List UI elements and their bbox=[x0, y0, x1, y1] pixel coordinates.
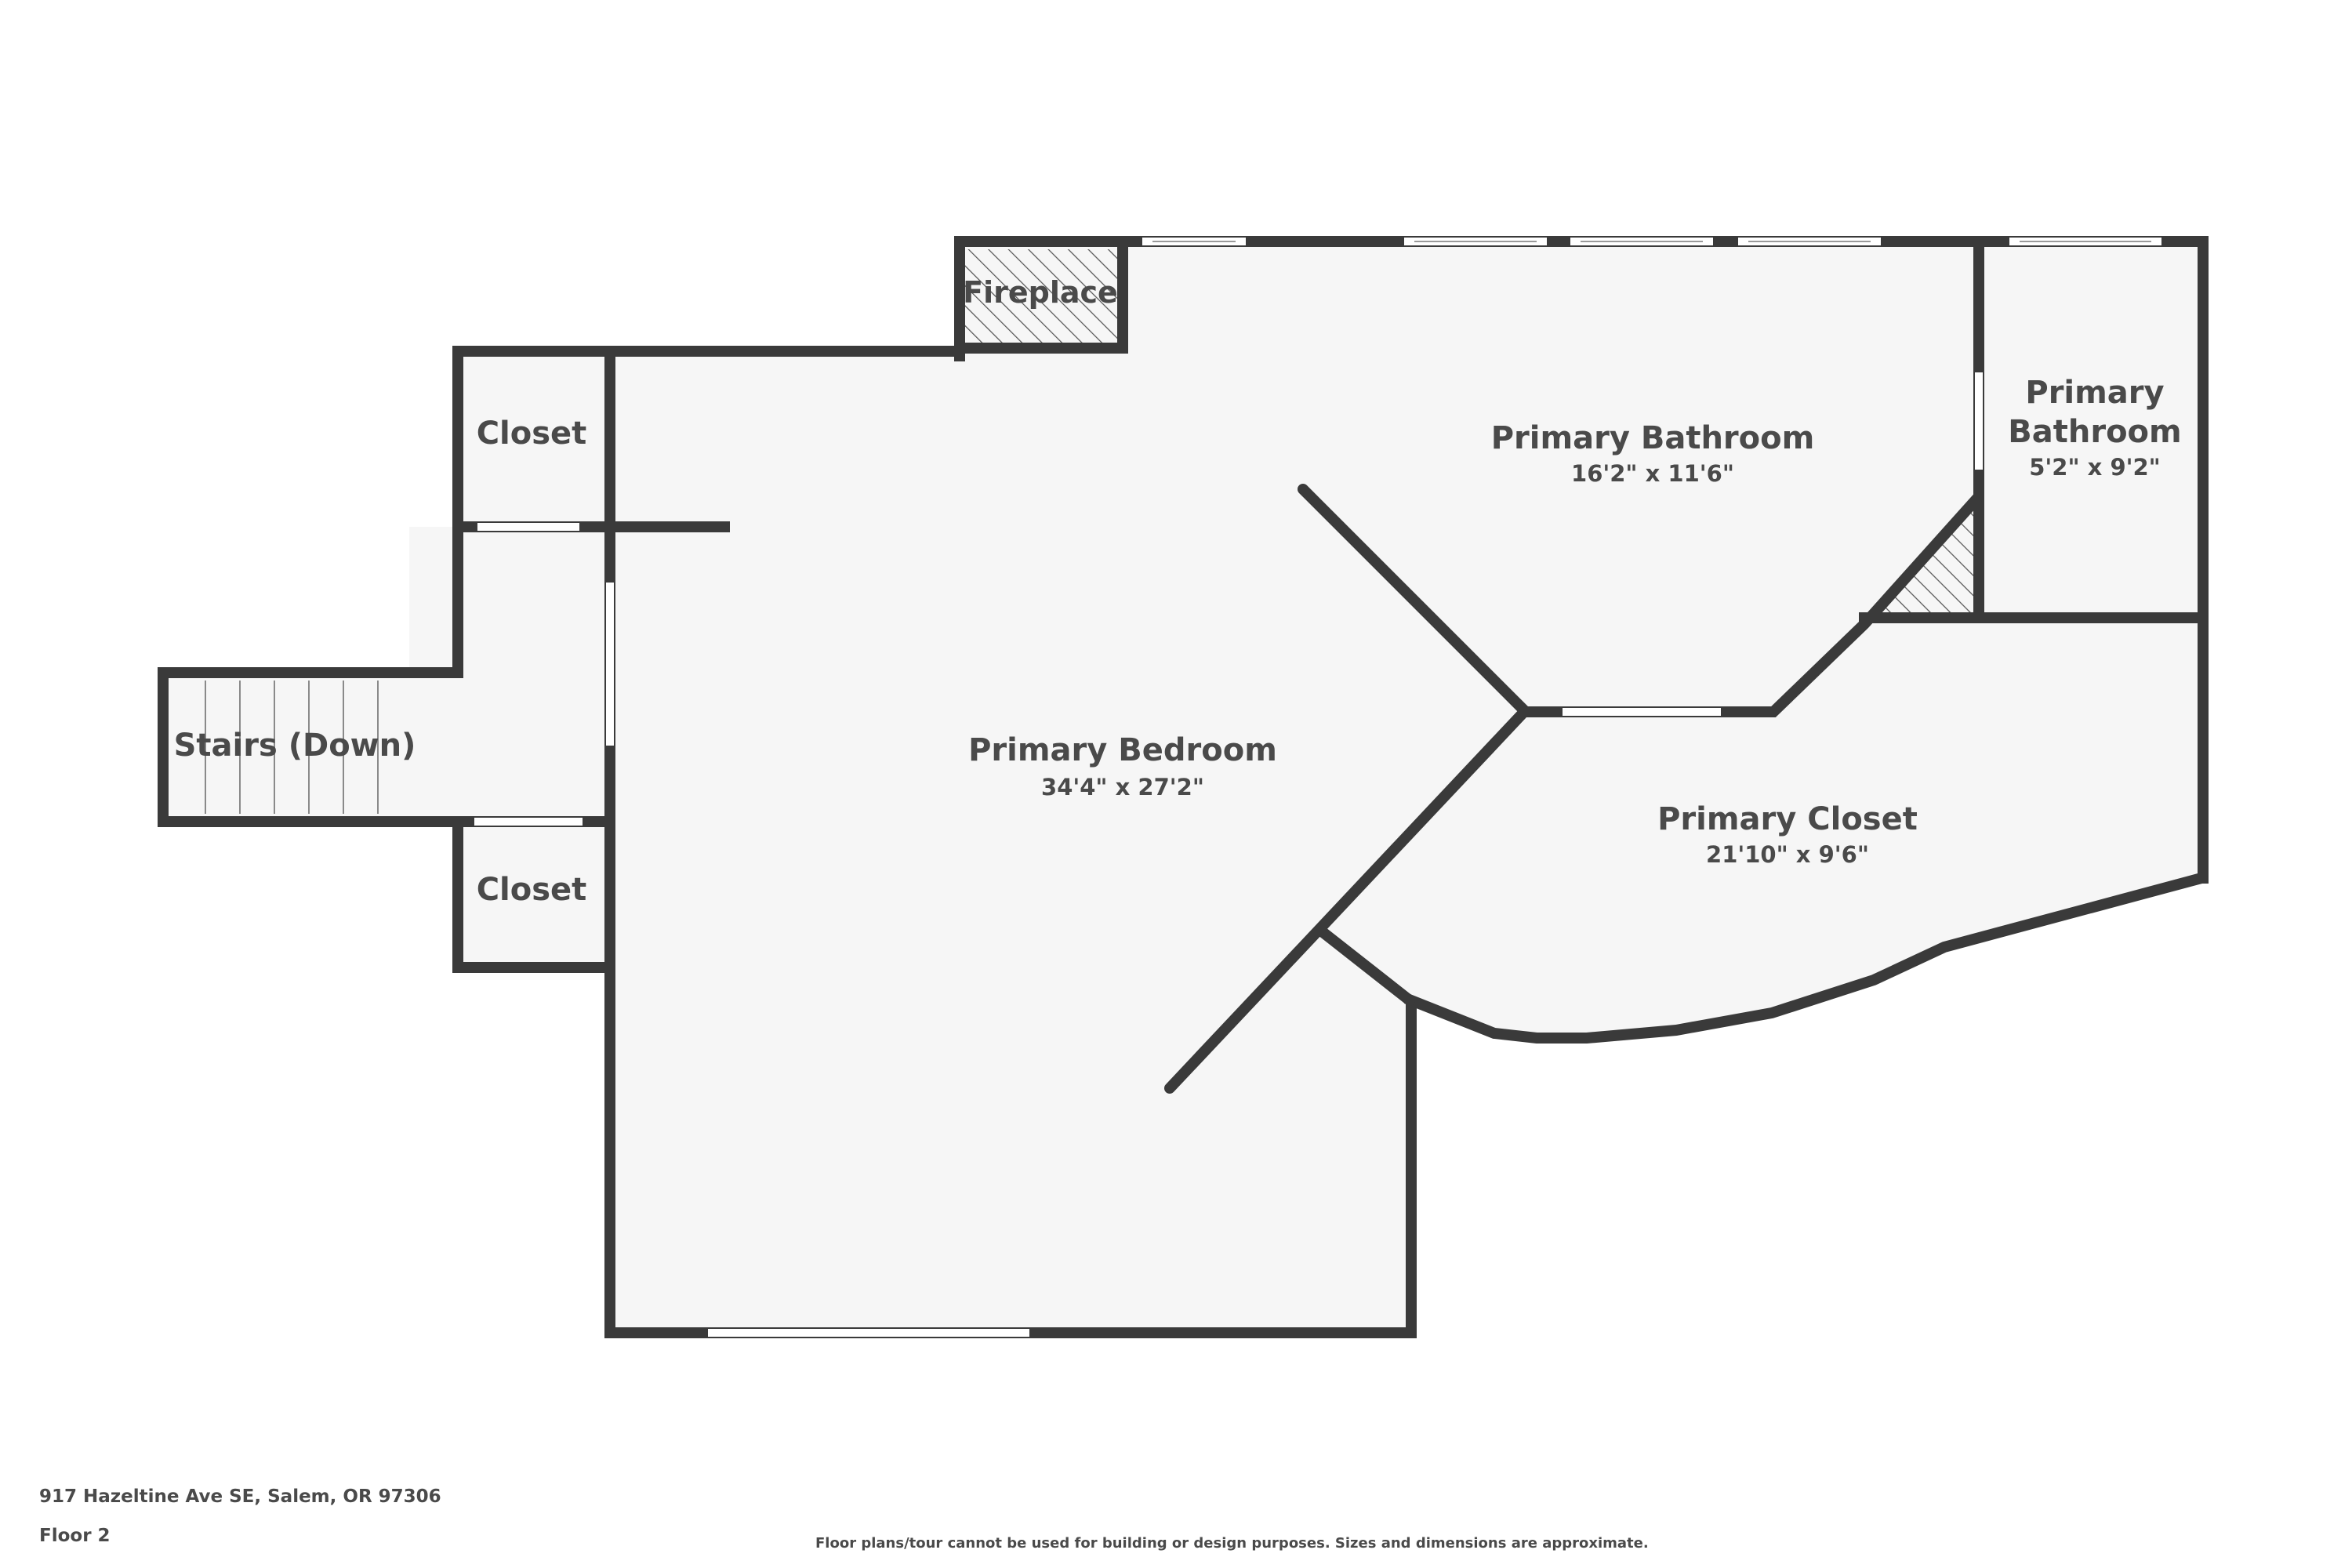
address-text: 917 Hazeltine Ave SE, Salem, OR 97306 bbox=[39, 1486, 441, 1507]
door-small-bathroom bbox=[1973, 371, 1984, 471]
small-bathroom-label-line2: Bathroom bbox=[2008, 414, 2181, 450]
door-hall-bedroom bbox=[604, 581, 615, 747]
fireplace-label: Fireplace bbox=[963, 275, 1118, 310]
windows bbox=[473, 236, 2163, 1338]
small-bathroom-label-line1: Primary bbox=[2025, 375, 2164, 411]
door-closet-lower bbox=[473, 816, 584, 827]
closet-upper-floor bbox=[458, 356, 610, 525]
primary-closet-dims: 21'10" x 9'6" bbox=[1706, 841, 1869, 868]
primary-bathroom-label: Primary Bathroom bbox=[1491, 420, 1815, 456]
walls bbox=[158, 236, 2209, 1338]
stairs-label: Stairs (Down) bbox=[174, 728, 416, 764]
closet-upper-label: Closet bbox=[477, 416, 587, 452]
floor-fills bbox=[166, 246, 2201, 1328]
closet-lower-floor bbox=[458, 822, 610, 963]
primary-bedroom-dims: 34'4" x 27'2" bbox=[1041, 774, 1204, 800]
stair-treads bbox=[205, 681, 379, 814]
primary-bedroom-label: Primary Bedroom bbox=[968, 732, 1277, 768]
small-bathroom-floor bbox=[1982, 246, 2201, 618]
door-primary-closet bbox=[1561, 706, 1722, 717]
stairs-floor bbox=[166, 673, 411, 820]
closet-lower-label: Closet bbox=[477, 872, 587, 908]
room-labels: Fireplace Closet Closet Stairs (Down) Pr… bbox=[174, 275, 2182, 908]
small-bathroom-dims: 5'2" x 9'2" bbox=[2029, 454, 2161, 481]
disclaimer-text: Floor plans/tour cannot be used for buil… bbox=[815, 1535, 1649, 1552]
floor-label: Floor 2 bbox=[39, 1526, 111, 1546]
primary-bathroom-dims: 16'2" x 11'6" bbox=[1571, 460, 1734, 487]
fireplace-hearth bbox=[964, 249, 1118, 348]
primary-closet-label: Primary Closet bbox=[1657, 801, 1918, 837]
window-bedroom-bottom bbox=[706, 1327, 1031, 1338]
door-closet-upper bbox=[476, 521, 581, 532]
main-floor-area bbox=[610, 246, 2200, 1328]
